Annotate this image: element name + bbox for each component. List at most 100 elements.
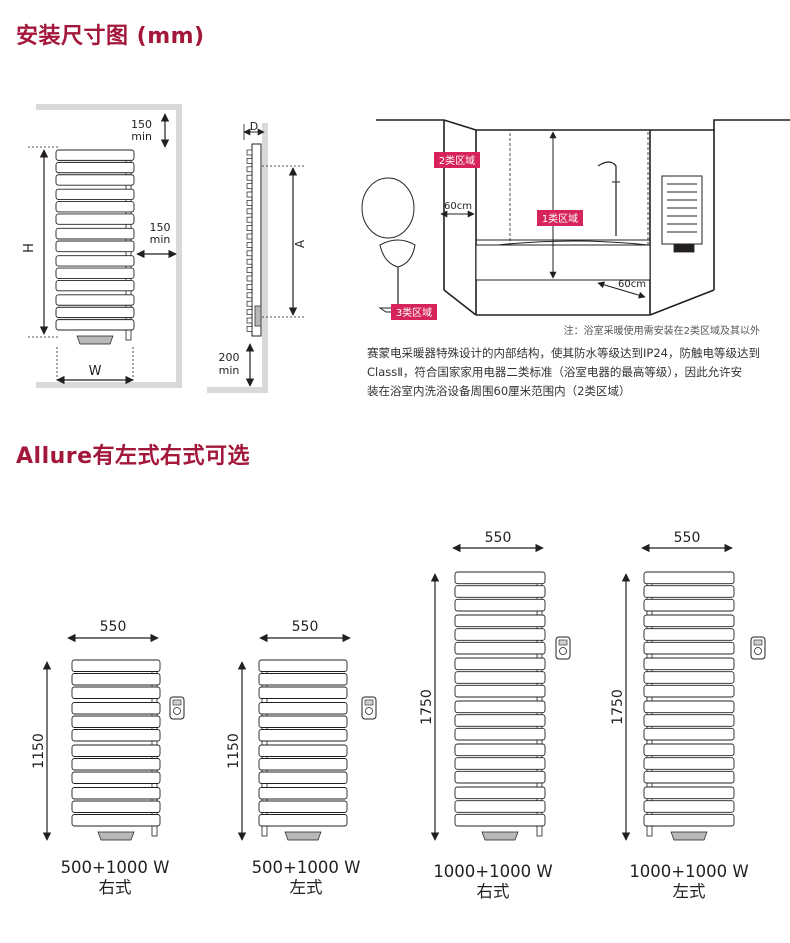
towel-tube xyxy=(643,786,735,800)
model-3-width-label: 550 xyxy=(485,530,512,546)
zone2-badge-bg xyxy=(434,152,480,168)
model-2-caption: 500+1000 W 左式 xyxy=(236,858,376,898)
model-2-towel-rail xyxy=(258,659,348,841)
model-2-power: 500+1000 W xyxy=(251,858,361,877)
heater-unit xyxy=(481,831,519,841)
towel-tube xyxy=(258,800,348,813)
towel-tube xyxy=(71,729,161,742)
towel-tube xyxy=(55,201,135,213)
towel-tube xyxy=(643,727,735,741)
towel-tube xyxy=(258,729,348,742)
model-3-towel-rail xyxy=(454,571,546,841)
towel-tube xyxy=(643,614,735,628)
side-tube xyxy=(246,183,253,189)
model-4-drawing: 550 1750 xyxy=(610,530,766,841)
model-2-width-label: 550 xyxy=(292,619,319,635)
towel-tube xyxy=(643,571,735,585)
towel-tube xyxy=(643,628,735,641)
towel-tube xyxy=(454,671,546,684)
towel-tube xyxy=(258,744,348,757)
side-view-tubes xyxy=(246,149,262,332)
zone3-label: 3类区域 xyxy=(396,306,432,319)
towel-tube xyxy=(643,813,735,827)
side-tube xyxy=(246,225,253,231)
towel-tube xyxy=(71,659,161,672)
towel-tube xyxy=(258,758,348,771)
towel-tube xyxy=(643,684,735,698)
model-1-power: 500+1000 W xyxy=(60,858,170,877)
towel-tube xyxy=(454,770,546,784)
towel-tube xyxy=(258,814,348,827)
model-1-caption: 500+1000 W 右式 xyxy=(45,858,185,898)
towel-tube xyxy=(71,715,161,728)
zone2-label: 2类区域 xyxy=(439,154,475,167)
distance-label-horizontal: 60cm xyxy=(444,201,472,212)
towel-tube xyxy=(454,813,546,827)
installation-note: 注：浴室采暖使用需安装在2类区域及其以外 xyxy=(563,326,760,337)
floor-clearance-min: min xyxy=(219,364,240,377)
towel-tube xyxy=(643,770,735,784)
model-3-side: 右式 xyxy=(476,882,510,901)
heater-unit xyxy=(97,831,135,841)
model-drawings: 550 1150 550 1150 550 1750 550 1750 xyxy=(31,530,766,841)
towel-tube xyxy=(454,786,546,800)
towel-tube xyxy=(643,598,735,612)
side-tube xyxy=(246,317,253,324)
towel-tube xyxy=(258,686,348,699)
distance-label-floor: 60cm xyxy=(618,279,646,290)
heater-unit xyxy=(670,831,708,841)
towel-tube xyxy=(55,306,135,319)
side-tube xyxy=(246,208,253,215)
front-view-diagram: 150 min 150 min H W xyxy=(22,104,182,388)
towel-tube xyxy=(71,800,161,813)
towel-tube xyxy=(454,714,546,727)
model-4-side: 左式 xyxy=(672,882,706,901)
a-dimension-label: A xyxy=(293,239,307,248)
side-tube xyxy=(246,200,253,206)
zone3-badge-bg xyxy=(391,304,437,320)
towel-tube xyxy=(643,743,735,757)
side-tube xyxy=(246,309,253,315)
heater-unit xyxy=(284,831,322,841)
towel-tube xyxy=(71,744,161,757)
side-tube xyxy=(246,174,253,181)
model-1-height-label: 1150 xyxy=(31,733,47,769)
towel-tube xyxy=(643,700,735,714)
zone1-badge-bg xyxy=(537,210,583,226)
model-4-towel-rail xyxy=(643,571,735,841)
top-clearance-value: 150 xyxy=(131,118,152,131)
model-3-remote-icon xyxy=(555,636,571,660)
towel-tube xyxy=(71,673,161,686)
towel-tube xyxy=(643,757,735,770)
towel-tube xyxy=(55,294,135,306)
model-3-height-label: 1750 xyxy=(419,689,435,725)
side-tube xyxy=(246,300,253,307)
towel-tube xyxy=(71,814,161,827)
model-2-height-label: 1150 xyxy=(226,733,242,769)
side-tube xyxy=(246,216,253,223)
towel-tube xyxy=(55,280,135,292)
model-1-drawing: 550 1150 xyxy=(31,619,185,841)
towel-tube xyxy=(454,684,546,698)
towel-tube xyxy=(71,758,161,771)
model-1-towel-rail xyxy=(71,659,161,841)
side-tube xyxy=(246,292,253,299)
towel-tube xyxy=(55,319,135,331)
towel-tube xyxy=(454,743,546,757)
bathroom-zone-diagram xyxy=(361,119,790,316)
towel-tube xyxy=(454,598,546,612)
side-clearance-min: min xyxy=(150,233,171,246)
side-view-diagram: D A 200 min xyxy=(207,120,307,393)
side-tube xyxy=(246,149,253,156)
width-label: W xyxy=(89,364,102,379)
towel-tube xyxy=(454,571,546,585)
section-title-variants: Allure有左式右式可选 xyxy=(16,444,251,469)
front-view-towel-rail xyxy=(55,149,135,345)
model-4-caption: 1000+1000 W 左式 xyxy=(614,862,764,902)
towel-tube xyxy=(55,227,135,240)
model-4-power: 1000+1000 W xyxy=(629,862,749,881)
heater-unit xyxy=(76,335,114,345)
towel-tube xyxy=(55,149,135,161)
side-tube xyxy=(246,267,253,273)
towel-tube xyxy=(454,657,546,671)
